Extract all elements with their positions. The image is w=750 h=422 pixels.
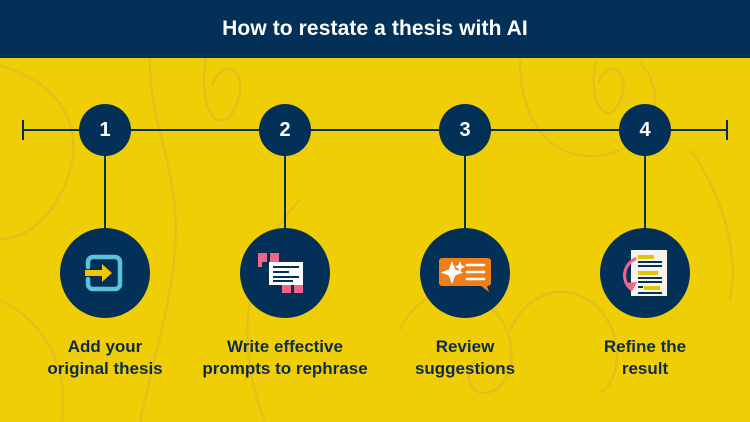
step-connector-2 — [284, 155, 286, 230]
document-revise-arrow-icon — [623, 250, 667, 296]
ai-sparkle-suggestion-icon — [439, 258, 491, 292]
step-4: 4 Refine the — [555, 0, 735, 422]
timeline-axis — [22, 129, 728, 131]
step-icon-circle-1 — [60, 228, 150, 318]
step-number-badge-1: 1 — [79, 104, 131, 156]
step-number-badge-2: 2 — [259, 104, 311, 156]
step-label-3-line2: suggestions — [414, 358, 516, 378]
step-icon-circle-4 — [600, 228, 690, 318]
step-2: 2 — [195, 0, 375, 422]
step-3: 3 Review suggestions — [375, 0, 555, 422]
step-number-badge-4: 4 — [619, 104, 671, 156]
step-label-1-line2: original thesis — [47, 358, 163, 378]
timeline-cap-left — [22, 120, 24, 140]
step-connector-1 — [104, 155, 106, 230]
step-label-1-line1: Add your — [67, 337, 143, 356]
step-label-4-line1: Refine the — [603, 337, 687, 356]
step-label-2: Write effective prompts to rephrase — [195, 336, 375, 379]
header-bar: How to restate a thesis with AI — [0, 0, 750, 58]
step-label-3: Review suggestions — [375, 336, 555, 379]
step-icon-circle-3 — [420, 228, 510, 318]
step-1: 1 Add your original thesis — [15, 0, 195, 422]
step-number-badge-3: 3 — [439, 104, 491, 156]
timeline-cap-right — [726, 120, 728, 140]
step-label-4: Refine the result — [555, 336, 735, 379]
step-label-2-line2: prompts to rephrase — [202, 358, 368, 378]
step-connector-3 — [464, 155, 466, 230]
step-label-3-line1: Review — [435, 337, 495, 356]
quoted-text-card-icon — [258, 253, 303, 293]
login-arrow-icon — [85, 254, 123, 292]
step-connector-4 — [644, 155, 646, 230]
step-label-2-line1: Write effective — [227, 337, 343, 356]
step-label-1: Add your original thesis — [15, 336, 195, 379]
step-icon-circle-2 — [240, 228, 330, 318]
page-title: How to restate a thesis with AI — [222, 17, 528, 40]
step-label-4-line2: result — [621, 358, 669, 378]
